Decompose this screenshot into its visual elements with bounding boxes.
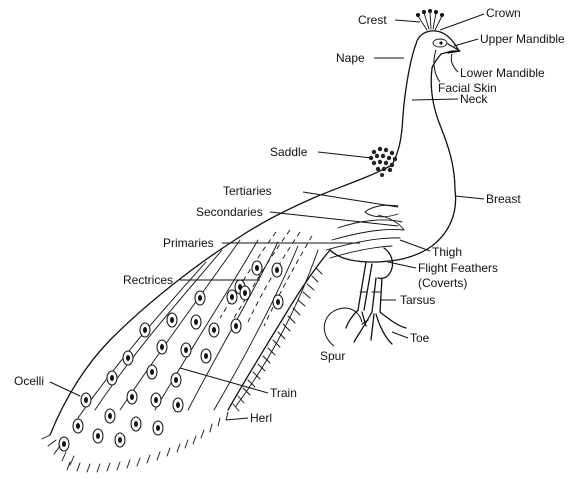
label-thigh: Thigh bbox=[432, 245, 462, 259]
label-saddle: Saddle bbox=[270, 145, 308, 159]
label-spur: Spur bbox=[320, 349, 345, 363]
leader-breast bbox=[455, 196, 484, 199]
label-coverts: (Coverts) bbox=[418, 276, 467, 290]
leader-crest bbox=[395, 20, 420, 22]
leader-upper-mandible bbox=[454, 39, 478, 46]
label-tarsus: Tarsus bbox=[400, 293, 435, 307]
eye bbox=[439, 41, 442, 44]
label-train: Train bbox=[270, 386, 297, 400]
label-nape: Nape bbox=[336, 51, 365, 65]
leader-neck bbox=[412, 99, 458, 100]
leader-spur bbox=[324, 308, 362, 346]
leader-thigh bbox=[400, 240, 430, 251]
feet bbox=[346, 310, 406, 344]
leader-herl bbox=[226, 418, 248, 420]
label-breast: Breast bbox=[486, 192, 521, 206]
label-tertiaries: Tertiaries bbox=[223, 184, 272, 198]
crest-feathers bbox=[416, 9, 444, 30]
label-lower-mandible: Lower Mandible bbox=[460, 66, 545, 80]
label-flight-feathers: Flight Feathers bbox=[418, 261, 498, 275]
peacock-illustration bbox=[42, 9, 460, 472]
label-herl: Herl bbox=[250, 411, 272, 425]
leader-lower-mandible bbox=[451, 54, 458, 72]
label-ocelli: Ocelli bbox=[14, 374, 44, 388]
label-neck: Neck bbox=[460, 92, 488, 106]
rectrices-lines bbox=[220, 230, 312, 326]
back-line bbox=[238, 165, 392, 238]
label-upper-mandible: Upper Mandible bbox=[480, 32, 565, 46]
legs bbox=[358, 262, 382, 312]
label-crest: Crest bbox=[358, 13, 387, 27]
leader-train bbox=[180, 368, 268, 393]
head-outline bbox=[416, 31, 459, 68]
leader-toe bbox=[392, 332, 408, 338]
label-toe: Toe bbox=[410, 331, 430, 345]
thigh bbox=[378, 248, 393, 279]
leader-crown bbox=[440, 14, 484, 30]
leader-tertiaries bbox=[303, 192, 398, 207]
labels: Crest Crown Upper Mandible Nape Lower Ma… bbox=[14, 6, 565, 425]
leader-facial-skin bbox=[434, 50, 440, 82]
label-rectrices: Rectrices bbox=[123, 273, 173, 287]
leader-saddle bbox=[318, 152, 372, 158]
label-crown: Crown bbox=[486, 6, 521, 20]
wing-feathers bbox=[326, 205, 404, 258]
neck-back bbox=[392, 44, 416, 165]
leader-secondaries bbox=[270, 212, 398, 226]
label-primaries: Primaries bbox=[163, 236, 214, 250]
label-secondaries: Secondaries bbox=[196, 205, 263, 219]
